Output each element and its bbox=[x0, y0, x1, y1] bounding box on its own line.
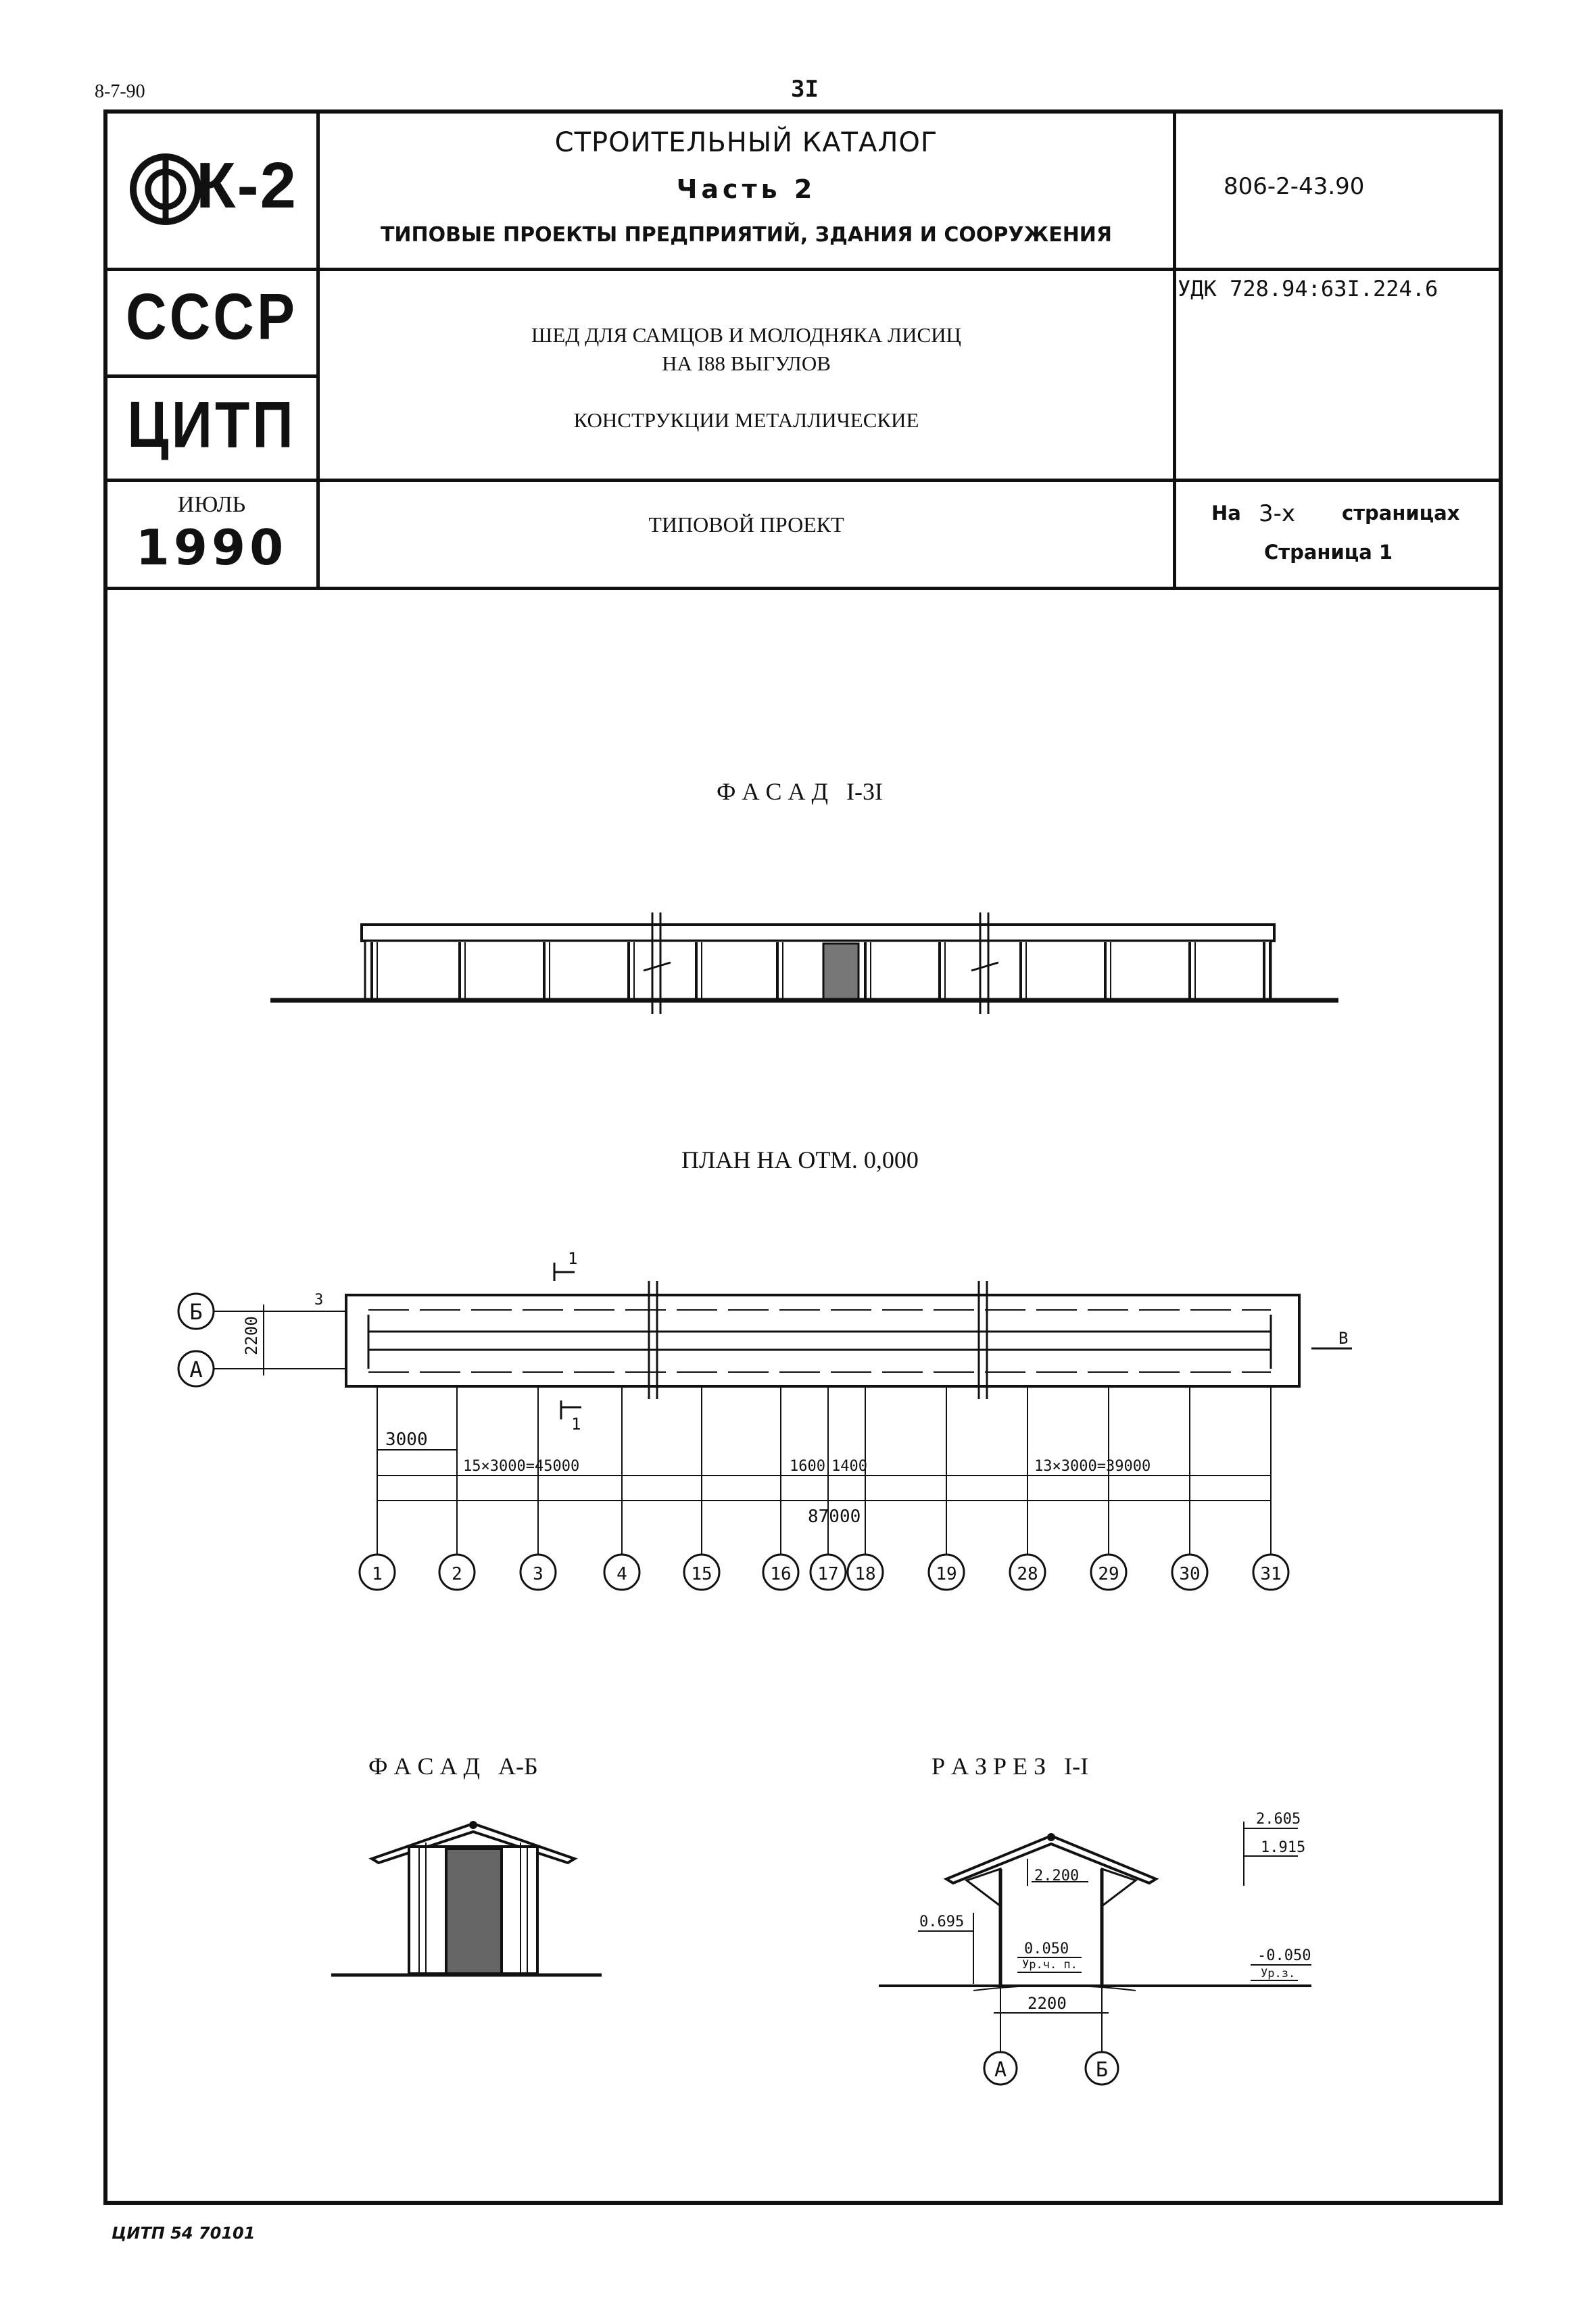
sheet-frame bbox=[103, 109, 1503, 2205]
plan-marker-3: 3 bbox=[314, 1292, 323, 1309]
section-elev-1915: 1.915 bbox=[1261, 1839, 1305, 1856]
facade-roof bbox=[360, 923, 1276, 942]
project-title-line1: ШЕД ДЛЯ САМЦОВ И МОЛОДНЯКА ЛИСИЦ bbox=[531, 323, 961, 347]
plan-axis-label: 3 bbox=[533, 1564, 543, 1584]
project-subtitle: КОНСТРУКЦИИ МЕТАЛЛИЧЕСКИЕ bbox=[573, 408, 919, 432]
plan-axis-bubble bbox=[927, 1553, 965, 1591]
dim-15x3000: 15×3000=45000 bbox=[463, 1458, 579, 1475]
section-dim-2200: 2200 bbox=[1027, 1994, 1067, 2013]
section-axis-a: А bbox=[994, 2058, 1007, 2082]
facade-door bbox=[822, 942, 860, 1000]
section-mark-top: 1 bbox=[568, 1249, 577, 1268]
sk2-logo: К-2 bbox=[128, 142, 304, 237]
page-number: 3I bbox=[791, 76, 819, 103]
header-divider bbox=[316, 109, 320, 589]
plan-axis-bubble bbox=[358, 1553, 396, 1591]
plan-axis-label: 1 bbox=[372, 1564, 383, 1584]
plan-width-dim: 2200 bbox=[242, 1316, 261, 1355]
plan-axis-label: 15 bbox=[691, 1564, 712, 1584]
axis-a-label: А bbox=[189, 1357, 202, 1382]
year-label: 1990 bbox=[135, 519, 288, 576]
dim-1600: 1600 bbox=[790, 1458, 825, 1475]
catalog-number: 806-2-43.90 bbox=[1224, 173, 1365, 200]
catalog-title: СТРОИТЕЛЬНЫЙ КАТАЛОГ bbox=[554, 127, 938, 158]
plan-axis-label: 30 bbox=[1179, 1564, 1200, 1584]
dim-total: 87000 bbox=[808, 1507, 861, 1527]
plan-axis-bubble bbox=[762, 1553, 800, 1591]
header-divider bbox=[1173, 109, 1176, 589]
section-axis-a-bubble bbox=[983, 2051, 1018, 2086]
section-drawing: 2.200 0.050 Ур.ч. п. 0.695 2.605 1.915 -… bbox=[879, 1811, 1311, 2086]
plan-axis-label: 29 bbox=[1098, 1564, 1119, 1584]
doc-type: ТИПОВОЙ ПРОЕКТ bbox=[648, 512, 844, 537]
plan-axis-label: 4 bbox=[616, 1564, 627, 1584]
section-elev-0695: 0.695 bbox=[919, 1914, 964, 1930]
month-label: ИЮЛЬ bbox=[177, 492, 246, 517]
plan-axis-label: 18 bbox=[854, 1564, 875, 1584]
facade-posts bbox=[370, 942, 1270, 999]
facade-drawing bbox=[270, 912, 1338, 1014]
section-axis-b-bubble bbox=[1084, 2051, 1119, 2086]
plan-marker-v: В bbox=[1338, 1329, 1348, 1348]
plan-axis-bubble bbox=[438, 1553, 476, 1591]
plan-axis-bubbles: 1 2 3 4 15 16 17 18 19 28 29 30 31 bbox=[358, 1553, 1290, 1591]
section-mark-bottom: 1 bbox=[571, 1415, 581, 1434]
pages-count: 3-х bbox=[1259, 500, 1296, 527]
plan-axis-bubble bbox=[1090, 1553, 1128, 1591]
plan-title: ПЛАН НА ОТМ. 0,000 bbox=[681, 1146, 919, 1173]
dim-3000: 3000 bbox=[385, 1430, 428, 1450]
catalog-subtitle: ТИПОВЫЕ ПРОЕКТЫ ПРЕДПРИЯТИЙ, ЗДАНИЯ И СО… bbox=[380, 223, 1113, 247]
section-elev-0050: 0.050 bbox=[1024, 1941, 1069, 1957]
pages-suffix: страницах bbox=[1342, 502, 1460, 525]
logo-text: К-2 bbox=[196, 149, 297, 222]
plan-axis-bubble bbox=[1252, 1553, 1290, 1591]
axis-b-label: Б bbox=[189, 1299, 202, 1325]
section-axis-b: Б bbox=[1096, 2058, 1108, 2082]
facade-body bbox=[364, 940, 1272, 1000]
plan-axis-label: 31 bbox=[1260, 1564, 1281, 1584]
plan-axis-label: 2 bbox=[452, 1564, 462, 1584]
plan-axis-label: 28 bbox=[1017, 1564, 1038, 1584]
org-label: ЦИТП bbox=[127, 387, 296, 461]
plan-axis-bubble bbox=[519, 1553, 557, 1591]
country-label: СССР bbox=[125, 279, 297, 353]
plan-drawing: Б А 2200 3 В 1 1 3000 15×3000=45000 1600… bbox=[177, 1249, 1352, 1591]
section-title: Р А З Р Е З I-I bbox=[932, 1753, 1089, 1780]
plan-axis-bubble bbox=[809, 1553, 847, 1591]
facade-break-marks bbox=[643, 912, 999, 1014]
project-title-line2: НА I88 ВЫГУЛОВ bbox=[662, 351, 831, 375]
pages-prefix: На bbox=[1211, 502, 1241, 525]
page-label: Страница 1 bbox=[1264, 541, 1393, 564]
plan-outline bbox=[345, 1294, 1301, 1388]
plan-axis-bubble bbox=[1009, 1553, 1046, 1591]
header-divider bbox=[103, 587, 1503, 590]
udk-code: УДК 728.94:63I.224.6 bbox=[1178, 276, 1438, 301]
plan-axis-bubble bbox=[603, 1553, 641, 1591]
gable-door bbox=[445, 1847, 503, 1975]
gable-boards bbox=[418, 1843, 528, 1974]
facade-ab-title: Ф А С А Д А-Б bbox=[368, 1753, 538, 1780]
document-code: 8-7-90 bbox=[95, 81, 145, 102]
plan-axis-bubble bbox=[683, 1553, 721, 1591]
header-divider bbox=[103, 374, 316, 378]
dim-1400: 1400 bbox=[831, 1458, 867, 1475]
header-divider bbox=[103, 268, 1503, 271]
section-elev-2605: 2.605 bbox=[1256, 1811, 1301, 1828]
section-ur-ch-p: Ур.ч. п. bbox=[1022, 1958, 1078, 1972]
sk2-logo-mark bbox=[130, 153, 201, 225]
plan-axis-bubble bbox=[846, 1553, 884, 1591]
facade-ab-drawing bbox=[331, 1821, 602, 1977]
section-elev-minus-0050: -0.050 bbox=[1257, 1947, 1311, 1964]
section-ur-z: Ур.з. bbox=[1261, 1967, 1295, 1980]
plan-axis-label: 19 bbox=[936, 1564, 957, 1584]
plan-axis-label: 16 bbox=[770, 1564, 791, 1584]
plan-axis-label: 17 bbox=[817, 1564, 838, 1584]
plan-axis-bubble bbox=[1171, 1553, 1209, 1591]
footer-stamp: ЦИТП 54 70101 bbox=[112, 2224, 256, 2243]
catalog-part: Часть 2 bbox=[676, 174, 817, 204]
plan-axis-lines bbox=[377, 1387, 1272, 1555]
dim-13x3000: 13×3000=39000 bbox=[1034, 1458, 1151, 1475]
header-divider bbox=[103, 479, 1503, 482]
facade-title: Ф А С А Д I-3I bbox=[717, 778, 883, 805]
